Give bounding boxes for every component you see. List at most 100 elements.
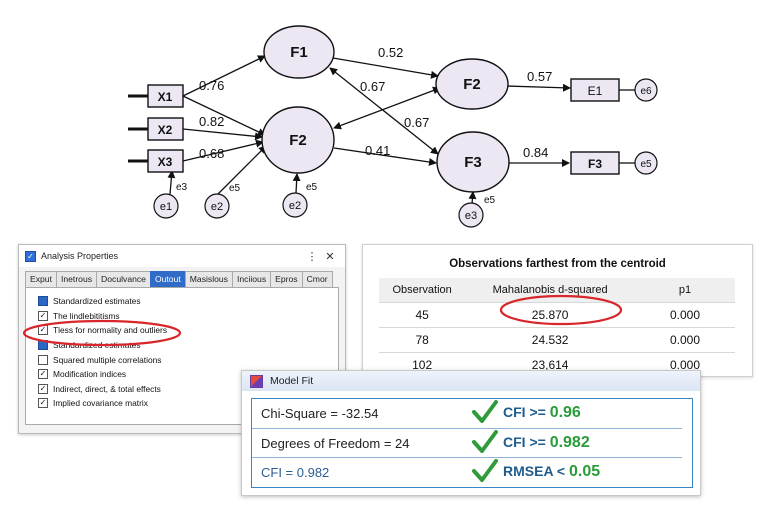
tab-inetrous[interactable]: Inetrous (55, 271, 98, 287)
tab-epros[interactable]: Epros (270, 271, 303, 287)
fit-row: CFI = 0.982 RMSEA < 0.05 (252, 458, 692, 487)
path-x1-f1 (182, 55, 266, 97)
observed-e1-box[interactable] (570, 78, 620, 102)
error-e5[interactable] (634, 151, 658, 175)
error-e1-label: e1 (160, 201, 172, 213)
check-icon (472, 459, 498, 482)
checkbox[interactable] (38, 354, 48, 365)
factor-f1[interactable] (263, 25, 335, 79)
factor-f2b-label: F2 (463, 76, 481, 93)
header-observation: Observation (379, 278, 466, 303)
option-label: Implied covariance matrix (53, 398, 148, 409)
coef-f2-f3: 0.41 (365, 143, 390, 158)
table-row[interactable]: 45 25.870 0.000 (379, 302, 735, 328)
observed-x2-label: X2 (158, 123, 173, 137)
menu-kebab-icon[interactable]: ⋮ (306, 250, 318, 263)
model-fit-body: Chi-Square = -32.54 CFI >= 0.96 Degrees … (251, 398, 693, 488)
cell-p1: 0.000 (635, 302, 735, 328)
checkbox[interactable]: ✓ (38, 310, 48, 321)
option-row[interactable]: ✓Modification indices (26, 367, 338, 382)
small-label-e3: e3 (176, 182, 188, 193)
observations-window: Observations farthest from the centroid … (362, 244, 753, 377)
error-e2b-label: e2 (289, 200, 301, 212)
option-row[interactable]: Standardized estimates (26, 294, 338, 309)
path-e3-f3 (468, 191, 477, 205)
fit-metric-value: 0.96 (549, 404, 581, 421)
observed-x3-label: X3 (158, 155, 173, 169)
fit-left-text: Degrees of Freedom = 24 (261, 436, 410, 451)
fit-metric: CFI >= 0.96 (503, 404, 581, 422)
error-e1[interactable] (153, 193, 179, 219)
fit-row: Degrees of Freedom = 24 CFI >= 0.982 (252, 429, 692, 458)
coef-f2-f2b: 0.67 (360, 79, 385, 94)
coef-f3-f3box: 0.84 (523, 145, 548, 160)
coef-x1-f1: 0.76 (199, 78, 224, 93)
header-p1: p1 (635, 278, 735, 303)
analysis-properties-title: Analysis Properties (41, 251, 119, 261)
cell-observation: 45 (379, 302, 466, 328)
fit-metric-value: 0.05 (569, 463, 601, 480)
tab-masislous[interactable]: Masislous (184, 271, 233, 287)
tab-doculvance[interactable]: Doculvance (96, 271, 151, 287)
path-e2b-f2 (292, 173, 301, 194)
option-row[interactable]: ✓ The lindlebititisms (26, 309, 338, 324)
checkbox[interactable]: ✓ (38, 398, 48, 409)
observed-x3[interactable] (147, 149, 184, 173)
fit-left-text: CFI = 0.982 (261, 465, 330, 480)
observed-f3-box[interactable] (570, 151, 620, 175)
factor-f3-label: F3 (464, 154, 482, 171)
tab-inciious[interactable]: Inciious (231, 271, 272, 287)
fit-metric-label: CFI >= (503, 404, 546, 420)
window-check-icon: ✓ (25, 250, 36, 262)
small-label-e5-b: e5 (306, 182, 318, 193)
factor-f3[interactable] (436, 131, 510, 193)
model-fit-title: Model Fit (270, 375, 314, 387)
checkbox[interactable]: ✓ (38, 369, 48, 380)
highlight-ellipse-value (499, 294, 623, 326)
option-row[interactable]: ✓ Indirect, direct, & total effects (26, 382, 338, 397)
factor-f2b[interactable] (435, 58, 509, 110)
checkbox[interactable] (38, 296, 48, 307)
observations-title: Observations farthest from the centroid (449, 258, 666, 270)
error-e3[interactable] (458, 202, 484, 228)
cell-p1: 0.000 (635, 327, 735, 353)
option-row[interactable]: ✓ Implied covariance matrix (26, 396, 338, 411)
error-e6[interactable] (634, 78, 658, 102)
error-e2-label: e2 (211, 201, 223, 213)
header-mahalanobis: Mahalanobis d-squared (465, 278, 636, 303)
cell-mahalanobis: 24.532 (465, 327, 636, 353)
observed-x2[interactable] (147, 117, 184, 141)
fit-metric-label: RMSEA < (503, 463, 566, 479)
divider (252, 428, 682, 429)
factor-f2-label: F2 (289, 132, 307, 149)
sem-path-diagram: F1 F2 F2 F3 X1 X2 X3 E1 F3 e1 e2 e2 e3 e… (128, 25, 658, 228)
close-icon[interactable]: ✕ (325, 250, 335, 263)
table-row[interactable]: 78 24.532 0.000 (379, 327, 735, 353)
factor-f2[interactable] (261, 106, 335, 174)
check-icon (472, 430, 498, 453)
observed-f3-box-label: F3 (588, 157, 602, 171)
observations-table: Observation Mahalanobis d-squared p1 45 … (379, 278, 735, 377)
tab-cmor[interactable]: Cmor (301, 271, 333, 287)
error-e5-label: e5 (640, 159, 652, 170)
checkbox[interactable]: ✓ (38, 383, 48, 394)
observed-x1-label: X1 (158, 90, 173, 104)
model-fit-titlebar: Model Fit (242, 371, 700, 391)
tab-outout[interactable]: Outout (149, 271, 186, 287)
error-e2b[interactable] (282, 192, 308, 218)
coef-x3-f2: 0.68 (199, 146, 224, 161)
path-e2-f2 (217, 145, 267, 195)
observed-x1[interactable] (147, 84, 184, 108)
fit-metric-value: 0.982 (549, 434, 590, 451)
small-label-e5-a: e5 (229, 183, 241, 194)
coef-f1-f3: 0.67 (404, 115, 429, 130)
error-e3-label: e3 (465, 210, 477, 222)
option-row[interactable]: Squared multiple correlations (26, 352, 338, 367)
error-e2[interactable] (204, 193, 230, 219)
option-label: Indirect, direct, & total effects (53, 383, 161, 394)
option-label: The lindlebititisms (53, 310, 120, 321)
tab-exput[interactable]: Exput (25, 271, 57, 287)
coef-f1-f2b: 0.52 (378, 45, 403, 60)
fit-metric: CFI >= 0.982 (503, 434, 590, 452)
